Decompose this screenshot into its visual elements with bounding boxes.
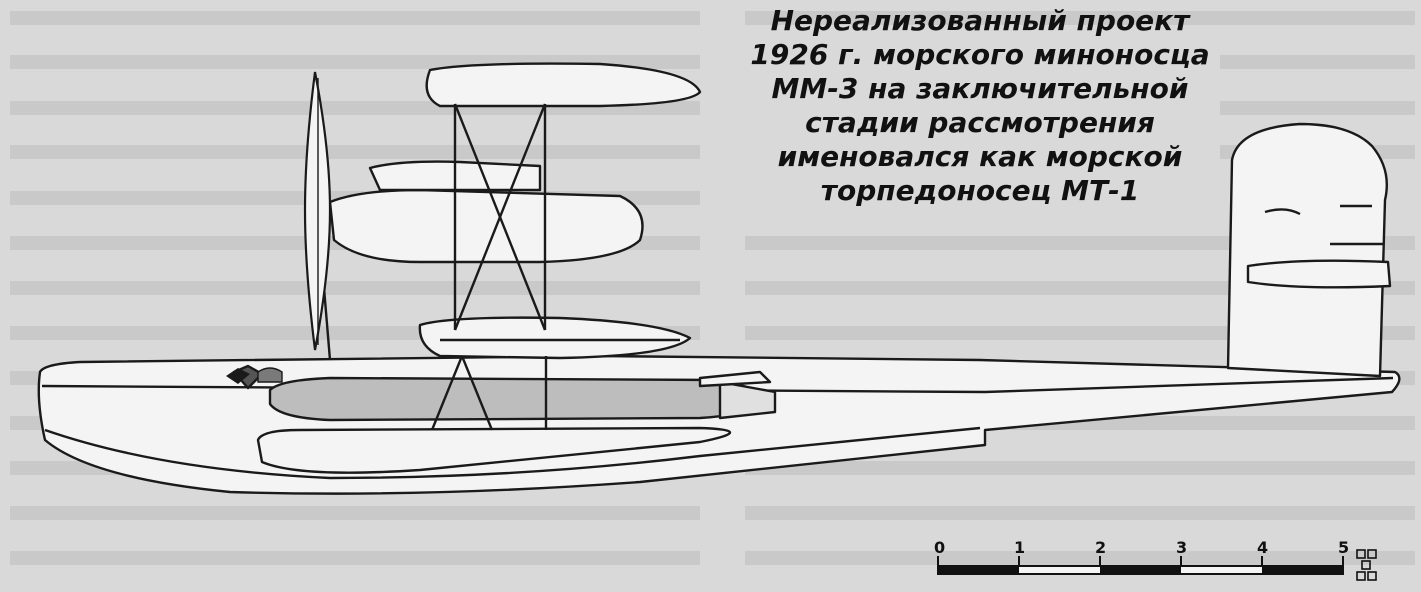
figure-caption: Нереализованный проект 1926 г. морского … — [745, 4, 1215, 208]
tail-fin — [1226, 122, 1389, 378]
scale-label-1: 1 — [1014, 538, 1025, 557]
scale-label-0: 0 — [934, 538, 945, 557]
caption-line-4: стадии рассмотрения — [805, 106, 1155, 139]
caption-line-3: ММ-3 на заключительной — [771, 72, 1189, 105]
caption-line-6: торпедоносец МТ-1 — [820, 174, 1140, 207]
bow-hatch — [226, 368, 250, 384]
upper-wing — [425, 62, 702, 108]
caption-line-5: именовался как морской — [777, 140, 1183, 173]
torpedo-tail — [718, 380, 777, 420]
scale-label-3: 3 — [1176, 538, 1187, 557]
hull-chine — [44, 426, 981, 480]
rudder-line — [1330, 204, 1384, 246]
scale-label-2: 2 — [1095, 538, 1106, 557]
background-text-lines — [10, 11, 1415, 565]
caption-line-2: 1926 г. морского миноносца — [750, 38, 1210, 71]
torpedo — [268, 376, 763, 422]
cockpit-bump — [698, 370, 772, 388]
propeller — [303, 71, 332, 351]
bow-gun-ring — [257, 367, 283, 383]
tail-stabilizer — [1246, 259, 1392, 289]
scale-bar: 0 1 2 3 4 5 — [934, 538, 1349, 575]
scale-label-5: 5 — [1338, 538, 1349, 557]
lower-wing — [418, 316, 692, 360]
hull-step — [256, 426, 732, 474]
scale-label-4: 4 — [1257, 538, 1268, 557]
wing-struts — [318, 103, 548, 431]
caption-line-1: Нереализованный проект — [770, 4, 1190, 37]
tail-stabilizer-rib — [1264, 208, 1301, 216]
page-mark-icon — [1356, 549, 1377, 581]
